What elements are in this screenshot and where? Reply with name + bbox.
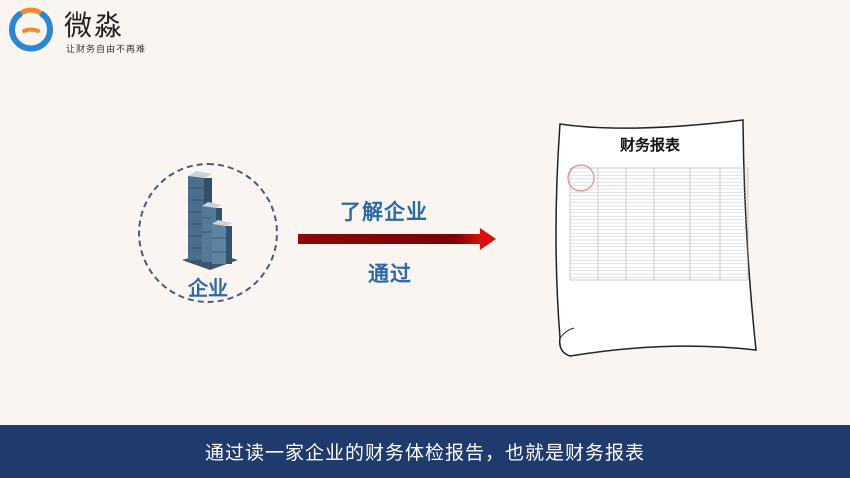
- logo-mark-icon: [9, 7, 53, 52]
- company-label: 企业: [188, 276, 228, 300]
- financial-statement-document: [555, 119, 757, 357]
- subtitle-text: 通过读一家企业的财务体检报告，也就是财务报表: [204, 442, 645, 464]
- document-title: 财务报表: [620, 136, 681, 154]
- subtitle-bar: 通过读一家企业的财务体检报告，也就是财务报表: [0, 425, 850, 478]
- logo-slogan: 让财务自由不再难: [66, 45, 147, 55]
- company-circle: [138, 163, 278, 303]
- arrow-right-icon: [298, 228, 496, 250]
- building-icon: [182, 171, 238, 270]
- logo: 微淼 让财务自由不再难: [8, 4, 208, 55]
- arrow-top-label: 了解企业: [340, 200, 428, 224]
- arrow-bottom-label: 通过: [368, 262, 412, 286]
- logo-name: 微淼: [64, 9, 125, 42]
